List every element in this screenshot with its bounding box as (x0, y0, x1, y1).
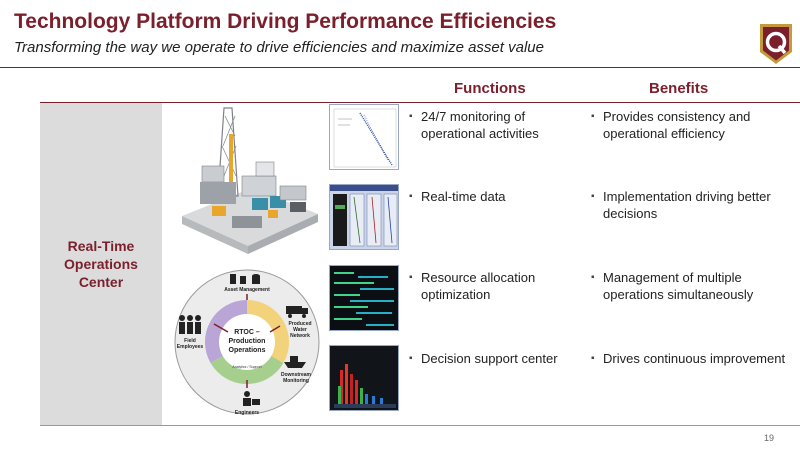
diagram-produced-2: Water (293, 327, 307, 333)
page-title: Technology Platform Driving Performance … (14, 10, 557, 33)
side-panel: Real-Time Operations Center (40, 103, 162, 425)
data-grid-thumbnail (329, 265, 399, 331)
function-item-4: Decision support center (409, 350, 584, 367)
diagram-produced-3: Network (290, 333, 310, 339)
scatter-plot-thumbnail (329, 104, 399, 170)
rtoc-diagram: RTOC – Production Operations Analytics /… (174, 269, 320, 416)
benefit-item-1: Provides consistency and operational eff… (591, 108, 791, 142)
benefit-item-4: Drives continuous improvement (591, 350, 791, 367)
diagram-downstream-1: Downstream (281, 372, 312, 378)
diagram-analytics: Analytics / Support (232, 365, 261, 369)
diagram-asset-management: Asset Management (224, 287, 270, 293)
diagram-center-3: Operations (229, 347, 266, 354)
benefit-item-2: Implementation driving better decisions (591, 188, 791, 222)
company-logo-icon (760, 24, 792, 64)
page-number: 19 (764, 433, 775, 443)
arrow-right-icon (269, 325, 281, 333)
functions-header: Functions (454, 80, 526, 97)
footer-divider (40, 425, 800, 426)
page-subtitle: Transforming the way we operate to drive… (14, 39, 544, 56)
arrow-left-icon (213, 323, 229, 333)
asset-management-icon (230, 274, 260, 284)
header-divider (0, 67, 800, 68)
function-item-3: Resource allocation optimization (409, 269, 584, 303)
column-header-divider (40, 102, 800, 103)
dashboard-thumbnail (329, 184, 399, 250)
ship-icon (284, 356, 306, 368)
engineer-icon (243, 391, 260, 406)
diagram-center-2: Production (229, 338, 266, 345)
function-item-1: 24/7 monitoring of operational activitie… (409, 108, 584, 142)
benefit-item-3: Management of multiple operations simult… (591, 269, 791, 303)
diagram-field-1: Field (184, 338, 196, 344)
3d-data-thumbnail (329, 345, 399, 411)
field-employees-icon (179, 315, 201, 334)
diagram-produced-1: Produced (288, 321, 311, 327)
truck-icon (286, 306, 308, 318)
drilling-rig-illustration (182, 107, 318, 254)
diagram-engineers: Engineers (235, 410, 259, 416)
diagram-downstream-2: Monitoring (283, 378, 309, 384)
function-item-2: Real-time data (409, 188, 584, 205)
diagram-center-1: RTOC – (234, 329, 260, 336)
side-label: Real-Time Operations Center (64, 238, 138, 290)
diagram-field-2: Employees (177, 344, 204, 350)
benefits-header: Benefits (649, 80, 709, 97)
